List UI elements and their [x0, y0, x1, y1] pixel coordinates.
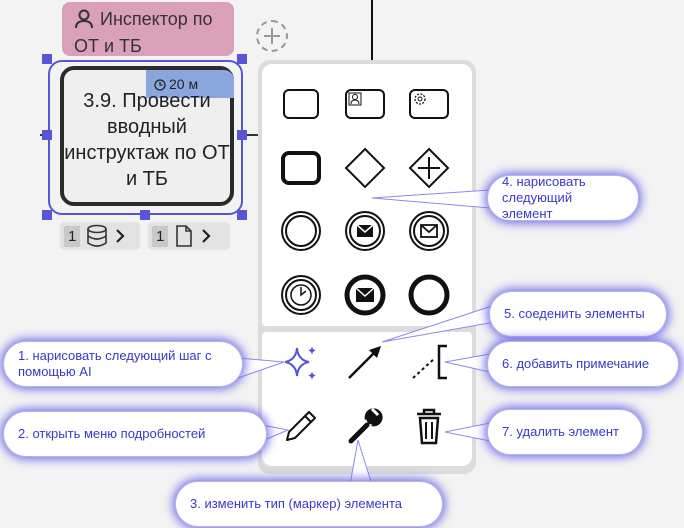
- delete-button[interactable]: [405, 402, 453, 450]
- timer-event-tool[interactable]: [277, 271, 325, 319]
- resize-handle-w[interactable]: [42, 130, 52, 140]
- document-icon: [176, 225, 193, 247]
- callout-details-menu: 2. открыть меню подробностей: [4, 412, 266, 456]
- parallel-gateway-tool[interactable]: [405, 144, 453, 192]
- circle-clock-icon: [281, 275, 321, 315]
- wrench-icon: [348, 407, 383, 444]
- callout-delete: 7. удалить элемент: [488, 410, 642, 454]
- callout-ai-next-step-text: 1. нарисовать следующий шаг с помощью AI: [18, 348, 212, 379]
- resize-handle-s[interactable]: [140, 210, 150, 220]
- trash-icon: [417, 408, 441, 445]
- resize-handle-sw[interactable]: [42, 210, 52, 220]
- callout-change-type: 3. изменить тип (маркер) элемента: [176, 482, 442, 526]
- resize-handle-e[interactable]: [237, 130, 247, 140]
- add-lane-button[interactable]: [256, 20, 288, 52]
- change-type-button[interactable]: [341, 402, 389, 450]
- clock-icon: [154, 79, 166, 91]
- chevron-right-icon: [116, 229, 125, 243]
- resize-handle-ne[interactable]: [237, 54, 247, 64]
- diamond-icon: [344, 147, 386, 189]
- resize-handle-nw[interactable]: [42, 54, 52, 64]
- annotation-button[interactable]: [405, 338, 453, 386]
- callout-connect: 5. соеденить элементы: [490, 292, 666, 336]
- data-count: 1: [64, 225, 81, 247]
- thick-circle-envelope-icon: [344, 274, 386, 316]
- chevron-right-icon: [202, 229, 211, 243]
- user-task-tool[interactable]: [341, 80, 389, 128]
- circle-icon: [281, 211, 321, 251]
- data-objects-badge[interactable]: 1: [60, 222, 140, 250]
- task-shape-tool[interactable]: [277, 80, 325, 128]
- user-task-icon: [345, 89, 385, 119]
- gateway-tool[interactable]: [341, 144, 389, 192]
- outgoing-flow-stub: [242, 134, 258, 136]
- end-event-tool[interactable]: [405, 271, 453, 319]
- pencil-icon: [286, 411, 316, 441]
- circle-envelope-icon: [409, 211, 449, 251]
- sparkles-icon: [284, 346, 316, 380]
- lane-role-label: Инспектор по ОТ и ТБ: [74, 9, 213, 56]
- service-task-tool[interactable]: [405, 80, 453, 128]
- callout-draw-next-element: 4. нарисовать следующий элемент: [488, 174, 638, 221]
- ai-next-step-button[interactable]: [277, 338, 325, 386]
- duration-value: 20 м: [169, 76, 199, 92]
- documents-badge[interactable]: 1: [148, 222, 230, 250]
- person-icon: [74, 8, 94, 35]
- callout-delete-text: 7. удалить элемент: [502, 424, 619, 439]
- diamond-plus-icon: [408, 147, 450, 189]
- callout-ai-next-step: 1. нарисовать следующий шаг с помощью AI: [4, 342, 242, 386]
- resize-handle-se[interactable]: [237, 210, 247, 220]
- plus-icon: [264, 28, 280, 44]
- connect-button[interactable]: [341, 338, 389, 386]
- callout-change-type-text: 3. изменить тип (маркер) элемента: [190, 496, 402, 511]
- task-title: 3.9. Провести вводный инструктаж по ОТ и…: [64, 90, 230, 190]
- callout-annotation: 6. добавить примечание: [488, 342, 678, 386]
- message-throw-tool[interactable]: [341, 207, 389, 255]
- duration-badge[interactable]: 20 м: [146, 70, 234, 98]
- thick-rounded-rectangle-icon: [281, 151, 321, 185]
- thick-circle-icon: [408, 274, 450, 316]
- annotation-icon: [412, 344, 447, 380]
- service-task-icon: [409, 89, 449, 119]
- message-catch-tool[interactable]: [405, 207, 453, 255]
- message-end-event-tool[interactable]: [341, 271, 389, 319]
- rounded-rectangle-icon: [283, 89, 319, 119]
- circle-envelope-filled-icon: [345, 211, 385, 251]
- callout-details-menu-text: 2. открыть меню подробностей: [18, 426, 206, 441]
- callout-connect-text: 5. соеденить элементы: [504, 306, 645, 321]
- subprocess-tool[interactable]: [277, 144, 325, 192]
- database-icon: [87, 224, 108, 247]
- details-menu-button[interactable]: [277, 402, 325, 450]
- doc-count: 1: [152, 225, 169, 247]
- lane-role-chip[interactable]: Инспектор по ОТ и ТБ: [62, 2, 234, 56]
- callout-draw-next-element-text: 4. нарисовать следующий элемент: [502, 174, 586, 221]
- sequence-flow-line: [371, 0, 373, 60]
- arrow-icon: [348, 346, 381, 379]
- start-event-tool[interactable]: [277, 207, 325, 255]
- callout-annotation-text: 6. добавить примечание: [502, 356, 650, 371]
